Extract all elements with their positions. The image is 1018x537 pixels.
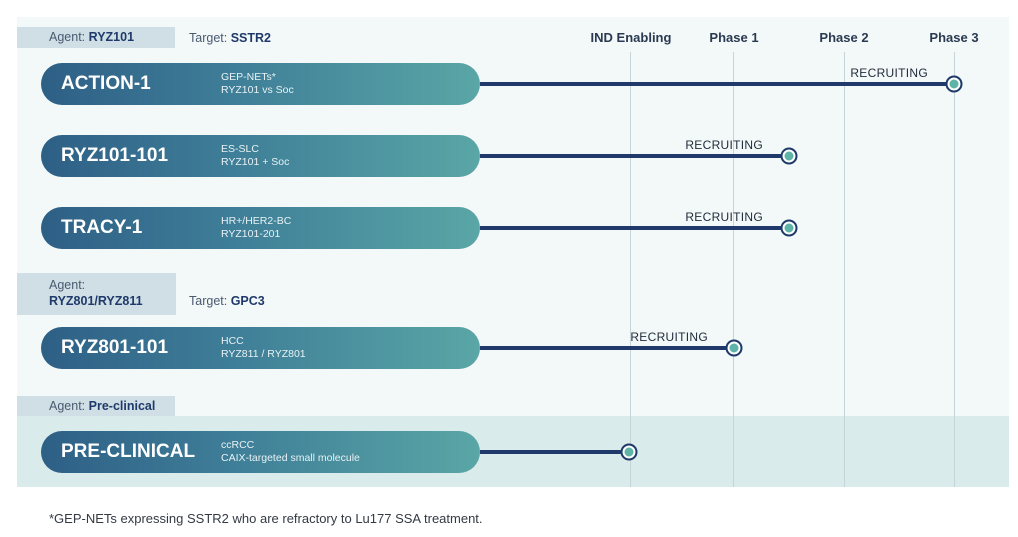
program-pill-ryz801-101: RYZ801-101 HCC RYZ811 / RYZ801 (41, 327, 480, 369)
agent-label-ryz101: Agent: RYZ101 (17, 27, 175, 48)
status-label-action-1: RECRUITING (850, 66, 928, 80)
program-details: ES-SLC RYZ101 + Soc (221, 143, 290, 168)
agent-label-preclinical: Agent: Pre-clinical (17, 396, 175, 416)
progress-marker-tracy-1 (780, 219, 798, 237)
program-name: PRE-CLINICAL (61, 441, 196, 462)
status-label-tracy-1: RECRUITING (685, 210, 763, 224)
phase-label-phase-2: Phase 2 (819, 30, 869, 45)
program-details: HCC RYZ811 / RYZ801 (221, 335, 306, 360)
program-name: TRACY-1 (61, 217, 143, 238)
target-label-gpc3: Target: GPC3 (189, 294, 265, 308)
progress-line-tracy-1 (480, 226, 788, 230)
progress-marker-action-1 (945, 75, 963, 93)
progress-marker-ryz801-101 (725, 339, 743, 357)
program-details: ccRCC CAIX-targeted small molecule (221, 439, 360, 464)
program-name: ACTION-1 (61, 73, 151, 94)
progress-marker-pre-clinical (620, 443, 638, 461)
progress-marker-ryz101-101 (780, 147, 798, 165)
footnote: *GEP-NETs expressing SSTR2 who are refra… (49, 511, 483, 526)
program-pill-pre-clinical: PRE-CLINICAL ccRCC CAIX-targeted small m… (41, 431, 480, 473)
progress-line-ryz801-101 (480, 346, 733, 350)
program-details: HR+/HER2-BC RYZ101-201 (221, 215, 292, 240)
agent-label-ryz801: Agent: RYZ801/RYZ811 (17, 273, 176, 315)
program-details: GEP-NETs* RYZ101 vs Soc (221, 71, 294, 96)
gridline-phase-3 (954, 52, 955, 487)
gridline-phase-1 (733, 52, 734, 487)
progress-line-ryz101-101 (480, 154, 788, 158)
progress-line-action-1 (480, 82, 954, 86)
status-label-ryz101-101: RECRUITING (685, 138, 763, 152)
program-pill-action-1: ACTION-1 GEP-NETs* RYZ101 vs Soc (41, 63, 480, 105)
gridline-phase-2 (844, 52, 845, 487)
program-name: RYZ801-101 (61, 337, 169, 358)
progress-line-pre-clinical (480, 450, 629, 454)
phase-label-ind-enabling: IND Enabling (590, 30, 672, 45)
gridline-ind-enabling (630, 52, 631, 487)
phase-label-phase-1: Phase 1 (709, 30, 759, 45)
program-name: RYZ101-101 (61, 145, 169, 166)
program-pill-ryz101-101: RYZ101-101 ES-SLC RYZ101 + Soc (41, 135, 480, 177)
status-label-ryz801-101: RECRUITING (630, 330, 708, 344)
phase-label-phase-3: Phase 3 (929, 30, 979, 45)
target-label-sstr2: Target: SSTR2 (189, 31, 271, 45)
program-pill-tracy-1: TRACY-1 HR+/HER2-BC RYZ101-201 (41, 207, 480, 249)
